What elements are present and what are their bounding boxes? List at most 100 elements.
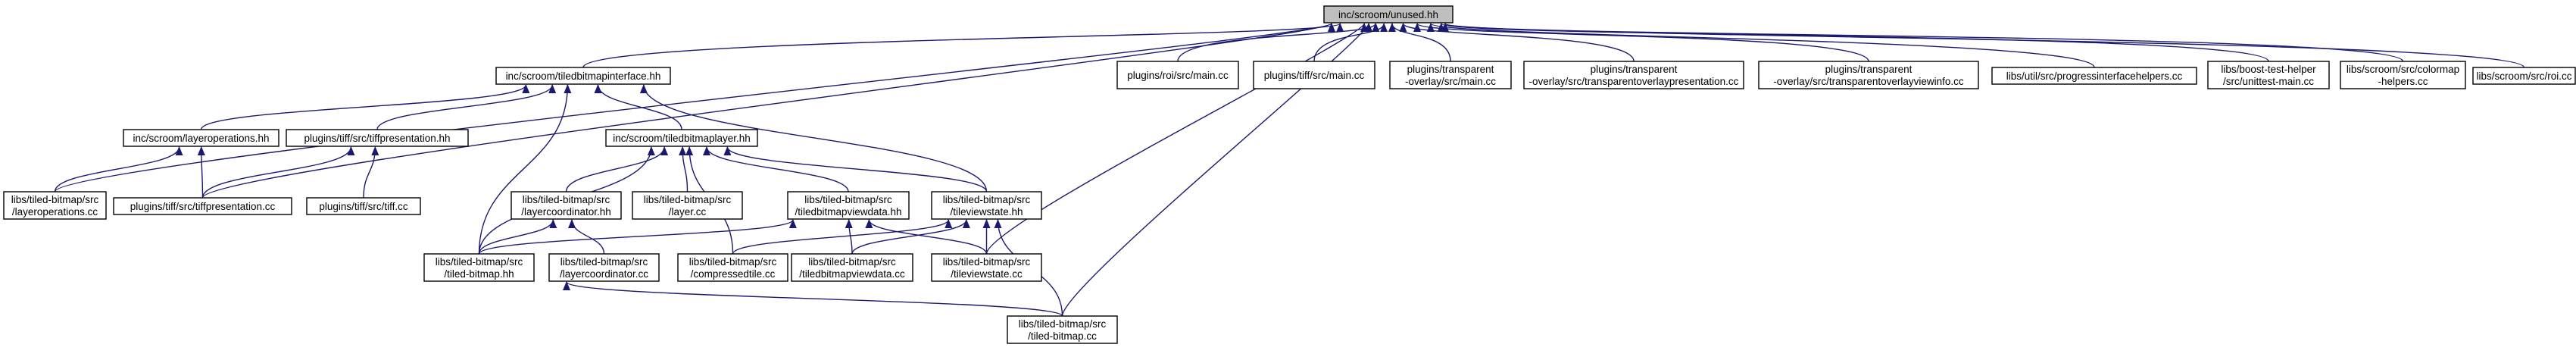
node-box xyxy=(511,191,622,220)
edge-bth-to-unused xyxy=(1438,23,2269,62)
node-label-line: inc/scroom/tiledbitmapinterface.hh xyxy=(506,70,661,82)
node-layerops-cc[interactable]: libs/tiled-bitmap/src/layeroperations.cc xyxy=(3,191,107,220)
node-label-line: plugins/roi/src/main.cc xyxy=(1127,70,1229,81)
edge-tb-cc-to-unused xyxy=(1061,23,1372,317)
edge-tvs-hh-to-tbl xyxy=(723,146,988,193)
node-label-line: /compressedtile.cc xyxy=(691,268,776,280)
edge-layer-cc-to-tbl xyxy=(679,146,688,193)
node-bth[interactable]: libs/boost-test-helper/src/unittest-main… xyxy=(2207,61,2330,89)
node-label-line: /tiledbitmapviewdata.hh xyxy=(795,206,901,218)
node-tbl[interactable]: inc/scroom/tiledbitmaplayer.hh xyxy=(605,129,758,147)
node-tbvd-cc[interactable]: libs/tiled-bitmap/src/tiledbitmapviewdat… xyxy=(791,253,913,282)
node-tvs-cc[interactable]: libs/tiled-bitmap/src/tileviewstate.cc xyxy=(931,253,1042,282)
node-label-line: plugins/tiff/src/tiff.cc xyxy=(319,201,408,212)
node-tbvd-hh[interactable]: libs/tiled-bitmap/src/tiledbitmapviewdat… xyxy=(787,191,910,220)
edge-tbvd-cc-to-tbvd-hh xyxy=(845,219,853,255)
node-box xyxy=(2340,61,2466,89)
node-box xyxy=(791,253,913,282)
node-box xyxy=(1007,315,1118,344)
edge-tbi-to-unused xyxy=(582,23,1344,68)
node-box xyxy=(2207,61,2330,89)
edge-pih-to-unused xyxy=(1427,23,2095,68)
node-lc-cc[interactable]: libs/tiled-bitmap/src/layercoordinator.c… xyxy=(548,253,660,282)
edge-tvs-cc-to-tbvd-hh xyxy=(865,219,988,255)
edge-tbvd-hh-to-tbl xyxy=(703,146,849,193)
node-label-line: libs/scroom/src/roi.cc xyxy=(2476,70,2571,82)
node-label-line: libs/tiled-bitmap/src xyxy=(689,256,777,268)
node-label-line: plugins/transparent xyxy=(1591,64,1678,75)
node-box xyxy=(495,67,671,85)
node-label-line: /layer.cc xyxy=(669,206,707,218)
edge-tb-hh-to-tbvd-hh xyxy=(478,219,797,255)
node-pih[interactable]: libs/util/src/progressinterfacehelpers.c… xyxy=(1991,67,2197,85)
edge-roi-cc-to-unused xyxy=(1441,23,2525,68)
node-label-line: plugins/transparent xyxy=(1825,64,1912,75)
node-layer-cc[interactable]: libs/tiled-bitmap/src/layer.cc xyxy=(632,191,743,220)
node-ct-cc[interactable]: libs/tiled-bitmap/src/compressedtile.cc xyxy=(677,253,788,282)
node-box xyxy=(1253,61,1375,89)
node-label-line: -overlay/src/transparentoverlaypresentat… xyxy=(1529,76,1739,87)
node-box xyxy=(1389,61,1512,89)
edge-tiff-main-to-unused xyxy=(1313,23,1388,62)
nodes: inc/scroom/unused.hh inc/scroom/tiledbitm… xyxy=(3,5,2576,344)
node-to-main[interactable]: plugins/transparent-overlay/src/main.cc xyxy=(1389,61,1512,89)
node-roi-main[interactable]: plugins/roi/src/main.cc xyxy=(1116,61,1239,89)
node-tiff-cc[interactable]: plugins/tiff/src/tiff.cc xyxy=(306,197,421,215)
node-tiff-main[interactable]: plugins/tiff/src/main.cc xyxy=(1253,61,1375,89)
node-label-line: /src/unittest-main.cc xyxy=(2223,76,2314,87)
edge-layerops-cc-to-layerops-hh xyxy=(54,146,183,193)
node-label-line: inc/scroom/layeroperations.hh xyxy=(133,133,269,144)
node-label-line: /tiled-bitmap.hh xyxy=(444,268,514,280)
node-tiffpres-cc[interactable]: plugins/tiff/src/tiffpresentation.cc xyxy=(113,197,292,215)
node-label-line: libs/tiled-bitmap/src xyxy=(11,194,99,205)
edge-lc-hh-to-tbl xyxy=(565,146,669,193)
edge-to-vi-to-unused xyxy=(1413,23,1869,62)
node-box xyxy=(632,191,743,220)
node-box xyxy=(306,197,421,215)
node-label-line: /tiled-bitmap.cc xyxy=(1028,330,1097,342)
node-tbi[interactable]: inc/scroom/tiledbitmapinterface.hh xyxy=(495,67,671,85)
node-unused[interactable]: inc/scroom/unused.hh xyxy=(1323,5,1453,23)
edge-tvs-hh-to-tbi xyxy=(639,84,988,193)
edge-tiff-cc-to-tiffpres-hh xyxy=(363,146,379,199)
node-label-line: libs/util/src/progressinterfacehelpers.c… xyxy=(2006,70,2183,82)
node-label-line: /tileviewstate.cc xyxy=(951,268,1023,280)
node-tb-cc[interactable]: libs/tiled-bitmap/src/tiled-bitmap.cc xyxy=(1007,315,1118,344)
edge-to-main-to-unused xyxy=(1388,23,1451,62)
node-tb-hh[interactable]: libs/tiled-bitmap/src/tiled-bitmap.hh xyxy=(423,253,535,282)
node-tvs-hh[interactable]: libs/tiled-bitmap/src/tileviewstate.hh xyxy=(931,191,1042,220)
node-label-line: libs/tiled-bitmap/src xyxy=(808,256,896,268)
node-label-line: -overlay/src/transparentoverlayviewinfo.… xyxy=(1773,76,1964,87)
node-label-line: plugins/tiff/src/tiffpresentation.cc xyxy=(130,201,276,212)
node-label-line: plugins/transparent xyxy=(1407,64,1494,75)
node-label-line: plugins/tiff/src/tiffpresentation.hh xyxy=(304,133,450,144)
node-to-vi[interactable]: plugins/transparent-overlay/src/transpar… xyxy=(1758,61,1979,89)
node-lc-hh[interactable]: libs/tiled-bitmap/src/layercoordinator.h… xyxy=(511,191,622,220)
node-layerops-hh[interactable]: inc/scroom/layeroperations.hh xyxy=(123,129,279,147)
node-box xyxy=(1523,61,1744,89)
node-label-line: libs/tiled-bitmap/src xyxy=(523,194,610,205)
node-roi-cc[interactable]: libs/scroom/src/roi.cc xyxy=(2472,67,2576,85)
node-label-line: /tileviewstate.hh xyxy=(950,206,1023,218)
edge-tvs-cc-to-unused xyxy=(985,23,1368,255)
node-tiffpres-hh[interactable]: plugins/tiff/src/tiffpresentation.hh xyxy=(286,129,469,147)
edge-tb-hh-to-tbi xyxy=(478,84,572,255)
edge-tbvd-cc-to-tvs-hh xyxy=(851,219,970,255)
node-box xyxy=(1758,61,1979,89)
edge-ct-cc-to-tvs-hh xyxy=(732,219,953,255)
node-box xyxy=(931,191,1042,220)
node-to-pres[interactable]: plugins/transparent-overlay/src/transpar… xyxy=(1523,61,1744,89)
node-box xyxy=(548,253,660,282)
node-label-line: -helpers.cc xyxy=(2378,76,2428,87)
node-label-line: libs/tiled-bitmap/src xyxy=(560,256,648,268)
node-box xyxy=(1991,67,2197,85)
edge-tiffpres-hh-to-tbi xyxy=(376,84,557,130)
edge-tiffpres-cc-to-layerops-hh xyxy=(197,146,205,199)
edge-layerops-hh-to-tbi xyxy=(200,84,530,130)
edge-tiffpres-cc-to-unused xyxy=(201,23,1335,199)
edge-tb-hh-to-lc-hh xyxy=(478,219,557,255)
node-box xyxy=(787,191,910,220)
node-colormap[interactable]: libs/scroom/src/colormap-helpers.cc xyxy=(2340,61,2466,89)
node-label-line: libs/tiled-bitmap/src xyxy=(1019,318,1107,330)
